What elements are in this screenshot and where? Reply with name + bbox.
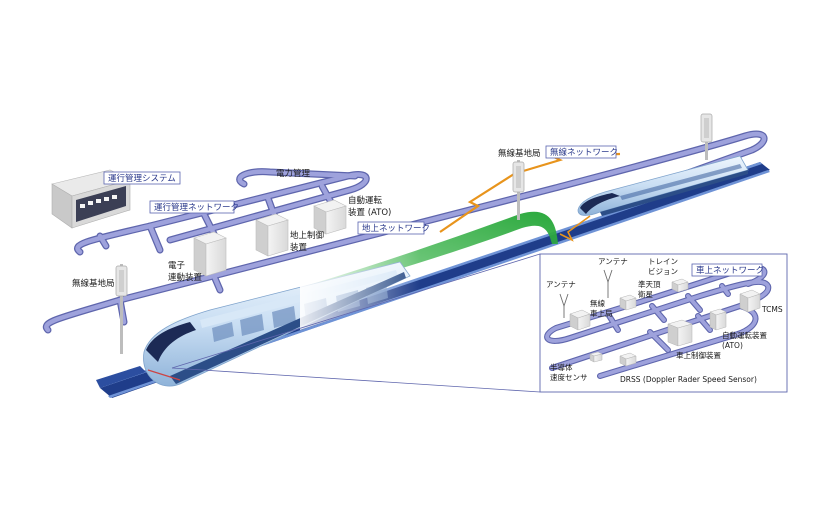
ground-control-device-box xyxy=(255,213,289,257)
label-radio-line1: 無線 xyxy=(590,298,605,308)
label-onboard-control: 車上制御装置 xyxy=(676,350,721,360)
tag-ops-system: 運行管理システム xyxy=(103,171,181,185)
onboard-ato-box xyxy=(709,308,727,331)
label-antenna-left: アンテナ xyxy=(546,280,576,289)
callout-lines xyxy=(171,253,541,393)
label-vision-line2: ビジョン xyxy=(648,267,678,276)
far-train xyxy=(577,155,749,216)
tag-onboard-network: 車上ネットワーク xyxy=(691,263,764,277)
interlocking-device-box xyxy=(193,231,227,277)
speed-sensor-box xyxy=(589,351,603,363)
label-onboard-ato-line2: (ATO) xyxy=(722,341,743,350)
tag-onboard-network-text: 車上ネットワーク xyxy=(696,265,764,276)
label-power-management: 電力管理 xyxy=(276,168,311,179)
antenna-left-icon xyxy=(559,293,569,318)
tcms-box xyxy=(739,289,761,313)
near-train xyxy=(143,232,420,387)
label-satellite-line1: 準天頂 xyxy=(638,279,661,289)
label-antenna-right: アンテナ xyxy=(598,257,628,266)
label-speed-line2: 速度センサ xyxy=(550,372,588,382)
tag-wireless-network: 無線ネットワーク xyxy=(545,145,618,159)
label-onboard-ato-line1: 自動運転装置 xyxy=(722,330,767,340)
tag-ground-network: 地上ネットワーク xyxy=(357,221,430,235)
label-interlock-line2: 連動装置 xyxy=(168,272,203,283)
drss-box xyxy=(619,352,637,367)
label-satellite-line2: 衛星 xyxy=(638,289,653,299)
tag-ops-network-text: 運行管理ネットワーク xyxy=(154,202,239,213)
onboard-labels: アンテナ アンテナ 無線 車上局 準天頂 衛星 トレイン ビジョン TCMS 自… xyxy=(546,257,783,384)
ground-network-pipes xyxy=(42,130,768,334)
onboard-network-pipes xyxy=(544,264,772,379)
base-station-center-icon xyxy=(512,160,525,220)
ground-labels: 電力管理 自動運転 装置 (ATO) 地上制御 装置 電子 連動装置 無線基地局… xyxy=(72,148,541,289)
label-ato-line2: 装置 (ATO) xyxy=(348,207,391,218)
label-ato-line1: 自動運転 xyxy=(348,195,383,206)
label-vision-line1: トレイン xyxy=(648,257,678,266)
label-speed-line1: 半導体 xyxy=(550,362,573,372)
onboard-devices xyxy=(569,278,761,367)
base-station-right-icon xyxy=(700,113,713,160)
train-vision-box xyxy=(671,278,689,293)
antenna-right-icon xyxy=(603,269,613,298)
label-ground-ctrl-line1: 地上制御 xyxy=(290,230,324,241)
tag-ops-network: 運行管理ネットワーク xyxy=(149,200,239,214)
ground-ato-device-box xyxy=(313,199,347,235)
label-ground-ctrl-line2: 装置 xyxy=(290,242,308,253)
label-base-station-center: 無線基地局 xyxy=(498,148,541,159)
tag-ops-system-text: 運行管理システム xyxy=(108,173,176,184)
label-base-station-left: 無線基地局 xyxy=(72,278,115,289)
onboard-control-box xyxy=(667,319,693,347)
label-radio-line2: 車上局 xyxy=(590,308,613,318)
tag-ground-network-text: 地上ネットワーク xyxy=(362,223,430,234)
label-interlock-line1: 電子 xyxy=(168,261,186,271)
tag-wireless-network-text: 無線ネットワーク xyxy=(550,147,618,158)
label-tcms: TCMS xyxy=(761,305,783,314)
label-drss: DRSS (Doppler Rader Speed Sensor) xyxy=(620,375,757,384)
satellite-receiver-box xyxy=(619,294,637,311)
base-station-left-icon xyxy=(115,264,128,354)
radio-onboard-unit-box xyxy=(569,309,591,331)
